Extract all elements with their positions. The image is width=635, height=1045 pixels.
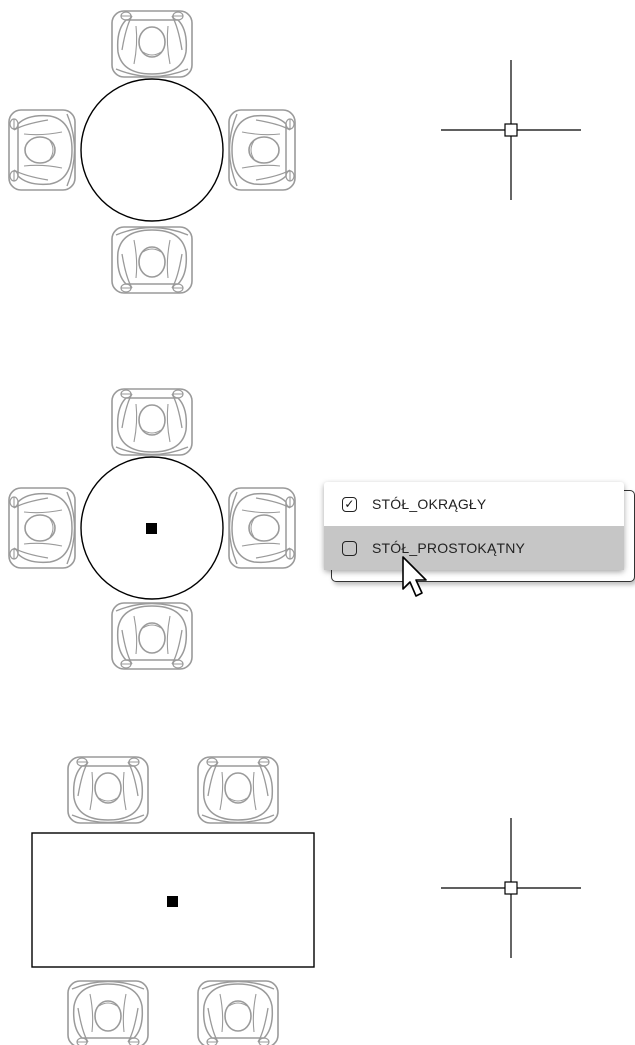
chair-icon — [111, 226, 193, 294]
chair-icon — [111, 10, 193, 78]
chair-icon — [67, 756, 149, 824]
chair-icon — [197, 756, 279, 824]
chair-icon — [111, 602, 193, 670]
menu-item-stol-okragly[interactable]: ✓ STÓŁ_OKRĄGŁY — [324, 482, 624, 526]
context-menu: ✓ STÓŁ_OKRĄGŁY STÓŁ_PROSTOKĄTNY — [324, 482, 624, 570]
crosshair-icon — [441, 818, 581, 958]
mouse-cursor-icon — [402, 556, 427, 597]
chair-icon — [67, 980, 149, 1045]
insertion-grip[interactable] — [146, 523, 157, 534]
menu-item-label: STÓŁ_OKRĄGŁY — [372, 496, 487, 512]
menu-item-label: STÓŁ_PROSTOKĄTNY — [372, 540, 526, 556]
round-table-group-top[interactable] — [8, 10, 296, 294]
chair-icon — [228, 109, 296, 191]
chair-icon — [8, 487, 76, 569]
chair-icon — [8, 109, 76, 191]
insertion-grip[interactable] — [167, 896, 178, 907]
crosshair-icon — [441, 60, 581, 200]
round-table-group-selected[interactable] — [8, 388, 296, 670]
rect-table-group[interactable] — [31, 756, 315, 1045]
menu-item-stol-prostokatny[interactable]: STÓŁ_PROSTOKĄTNY — [324, 526, 624, 570]
checkbox-checked-icon[interactable]: ✓ — [342, 496, 357, 512]
round-table[interactable] — [80, 78, 224, 222]
chair-icon — [111, 388, 193, 456]
chair-icon — [197, 980, 279, 1045]
checkbox-unchecked-icon[interactable] — [342, 540, 357, 556]
chair-icon — [228, 487, 296, 569]
